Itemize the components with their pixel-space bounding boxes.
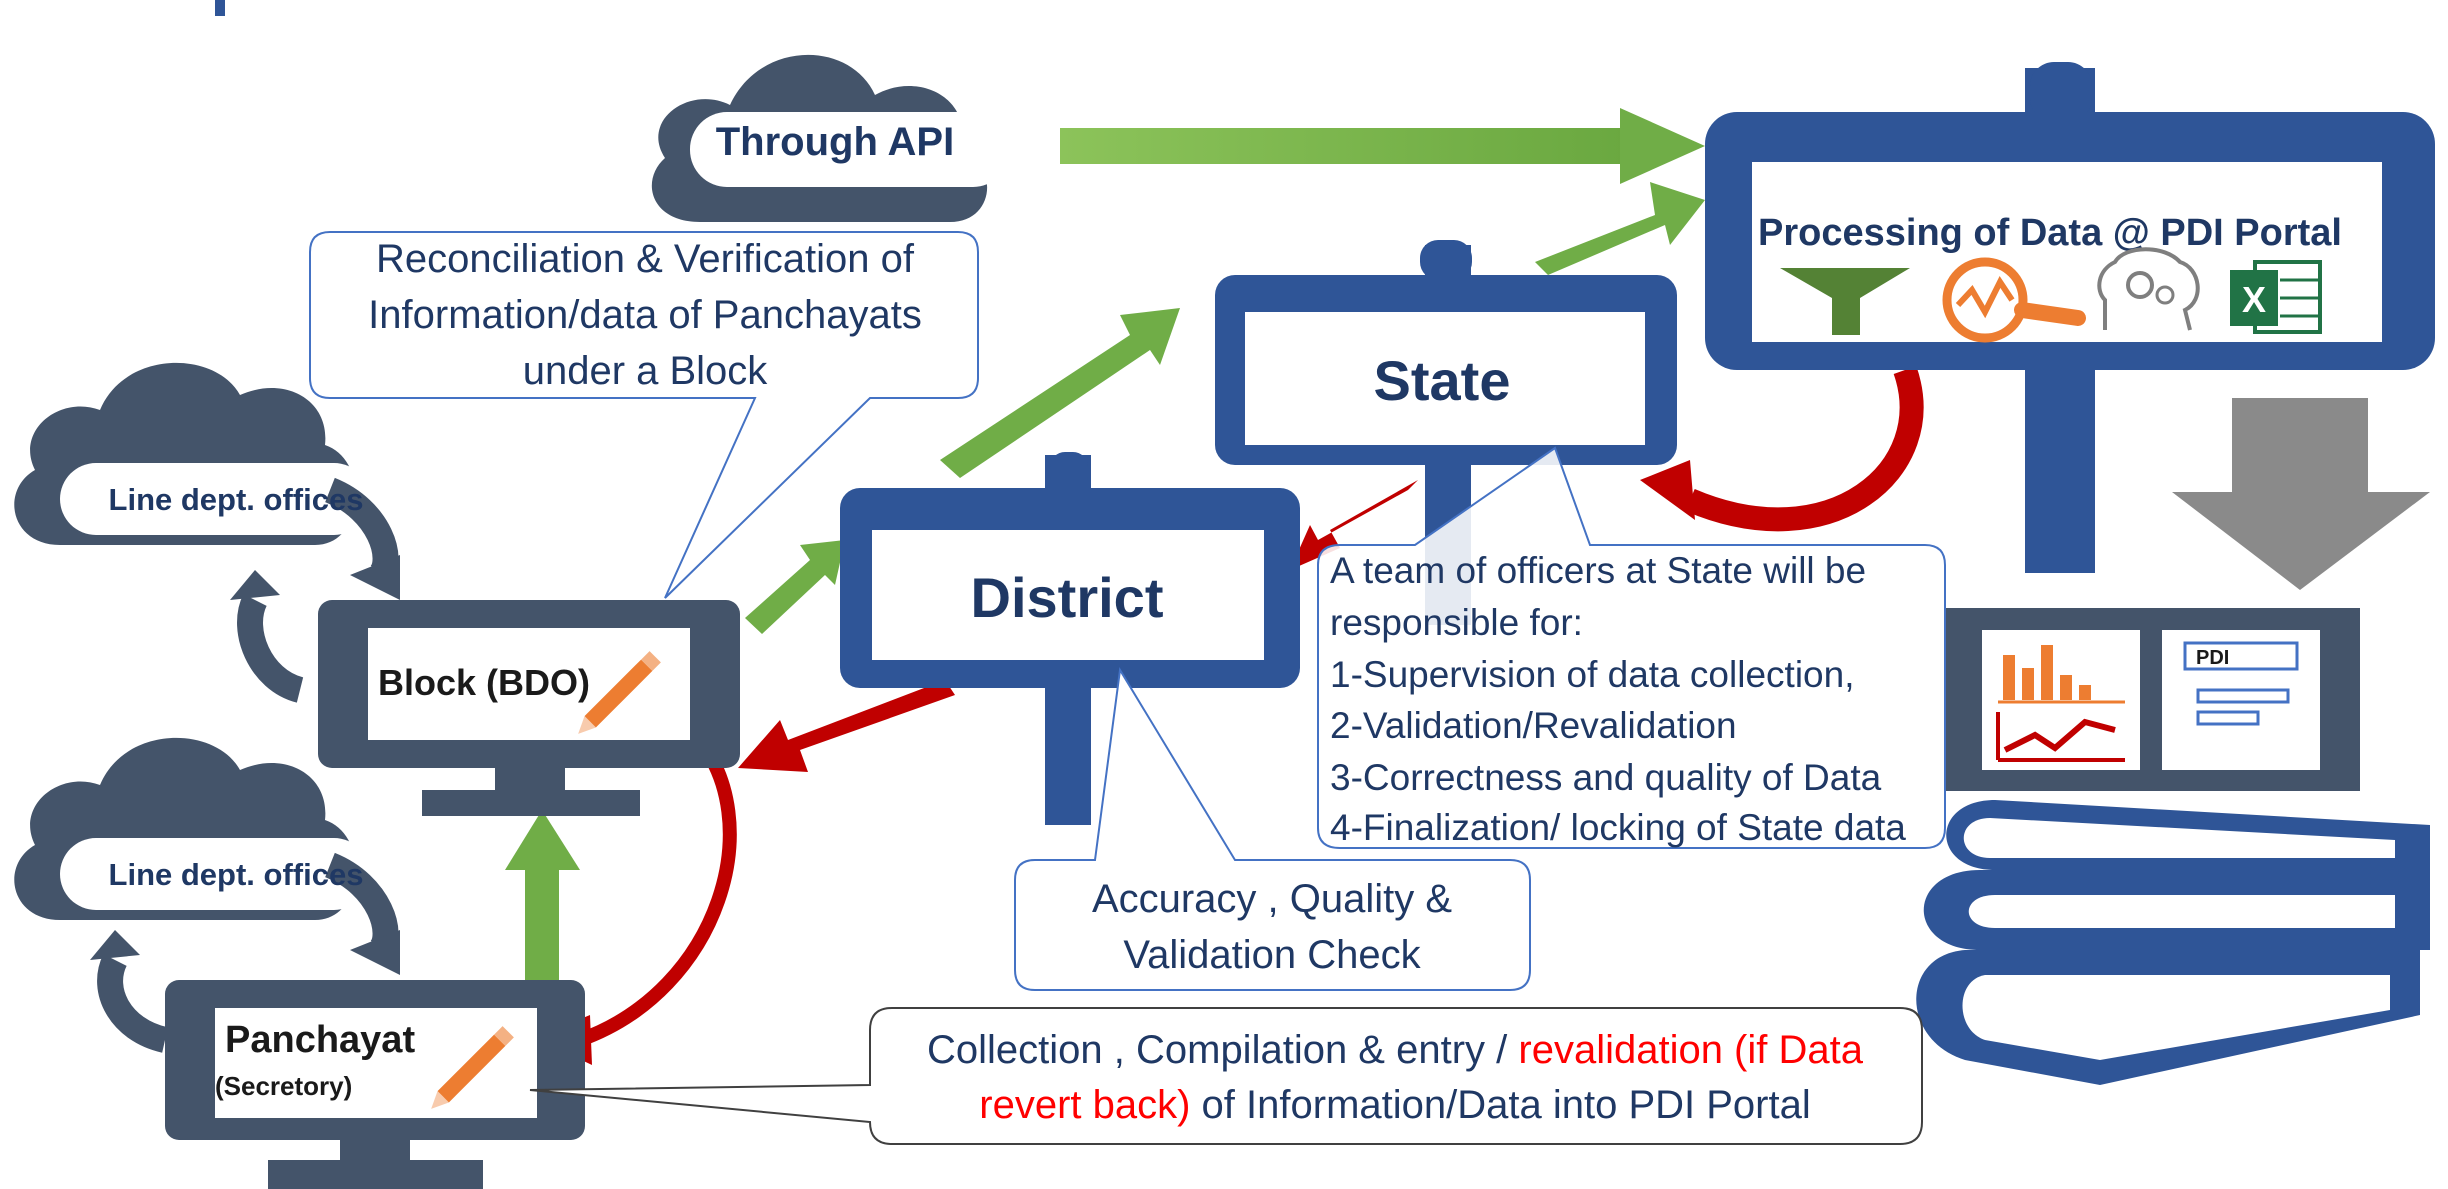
excel-icon: X (2230, 260, 2322, 334)
arrow-api-to-portal (1060, 108, 1705, 184)
api-cloud-label: Through API (716, 120, 954, 164)
state-callout-line: 4-Finalization/ locking of State data (1330, 807, 1906, 848)
state-callout-line: A team of officers at State will be (1330, 550, 1866, 591)
pdi-report-icon (2183, 641, 2299, 726)
brain-gear-icon (2097, 247, 2200, 331)
portal-label: Processing of Data @ PDI Portal (1758, 212, 2342, 254)
api-cloud (651, 54, 1010, 222)
arrow-panchayat-to-block (505, 810, 580, 980)
arrow-district-to-block (738, 680, 955, 772)
title-fragment (215, 0, 225, 16)
line-dept-cloud-top (14, 362, 400, 703)
arrow-state-to-district (1290, 480, 1418, 570)
state-callout-line: 1-Supervision of data collection, (1330, 654, 1854, 695)
panchayat-sub-label: (Secretory) (215, 1071, 352, 1101)
state-callout-line: 2-Validation/Revalidation (1330, 705, 1737, 746)
state-callout-line: 3-Correctness and quality of Data (1330, 757, 1882, 798)
arrow-block-to-district (745, 540, 845, 634)
district-callout (1014, 667, 1531, 991)
state-callout (1317, 446, 1946, 849)
down-arrow-icon (2172, 398, 2430, 590)
bar-chart-icon (1996, 645, 2125, 762)
filter-icon (1780, 268, 1910, 335)
district-callout-line: Accuracy , Quality & (1092, 877, 1452, 921)
block-callout-line: Reconciliation & Verification of (376, 237, 915, 281)
block-callout (309, 231, 979, 599)
line-dept-top-label: Line dept. offices (109, 482, 364, 517)
analytics-magnifier-icon (1942, 257, 2086, 343)
district-callout-line: Validation Check (1123, 933, 1421, 977)
state-callout-line: responsible for: (1330, 602, 1583, 643)
block-label: Block (BDO) (378, 662, 590, 703)
book-stack-icon (1916, 800, 2430, 1085)
district-sign (840, 452, 1300, 825)
block-callout-line: Information/data of Panchayats (368, 293, 922, 337)
panchayat-callout (529, 1007, 1923, 1145)
panchayat-callout-line2: revert back) of Information/Data into PD… (979, 1083, 1810, 1127)
block-computer (318, 600, 740, 816)
pencil-icon (431, 1026, 514, 1109)
line-dept-bottom-label: Line dept. offices (109, 857, 364, 892)
panchayat-label: Panchayat (225, 1019, 415, 1061)
line-dept-cloud-bottom (14, 737, 400, 1053)
district-label: District (971, 566, 1164, 629)
arrow-portal-to-state (1640, 366, 1924, 532)
panchayat-callout-line1: Collection , Compilation & entry / reval… (927, 1028, 1864, 1072)
arrow-state-to-portal (1535, 182, 1705, 275)
arrow-district-to-state (940, 308, 1180, 478)
pdi-report-label: PDI (2196, 647, 2229, 669)
block-callout-line: under a Block (523, 349, 769, 393)
pencil-icon (578, 651, 661, 734)
state-label: State (1374, 349, 1511, 412)
svg-text:X: X (2242, 279, 2266, 320)
